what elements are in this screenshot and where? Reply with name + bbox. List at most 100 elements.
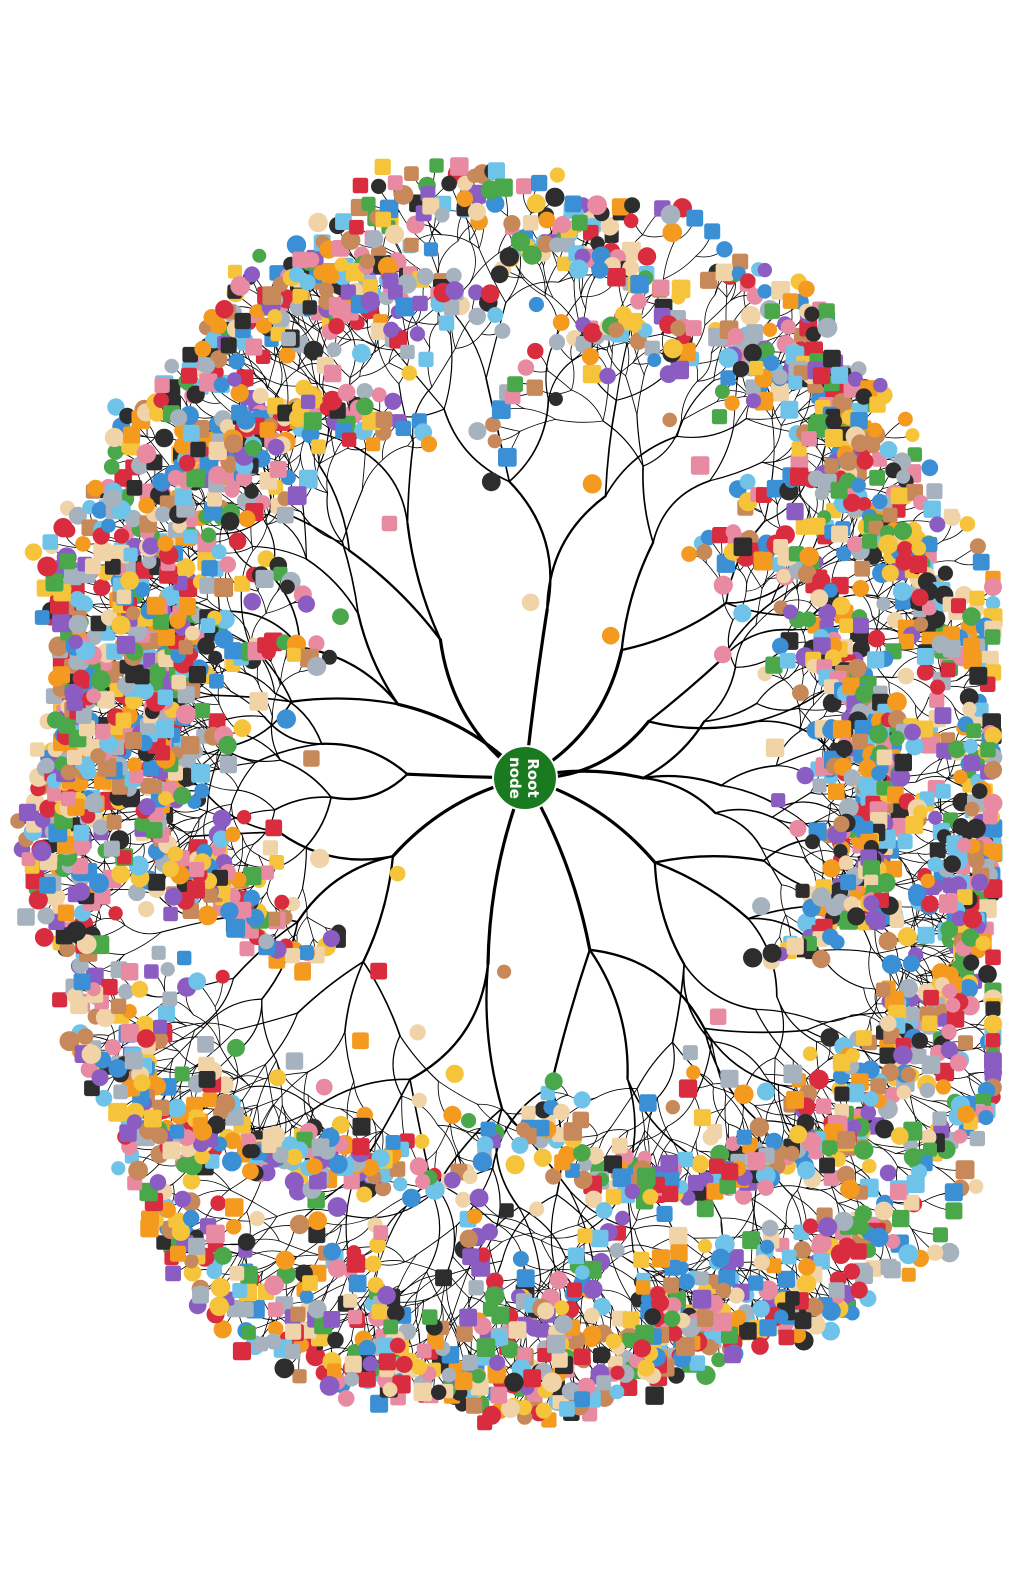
tree-branch	[194, 977, 235, 1031]
emoji-leaf-icon	[941, 1024, 957, 1040]
emoji-leaf-icon	[879, 1047, 896, 1064]
emoji-leaf-icon	[783, 1064, 803, 1084]
tree-branch	[357, 612, 400, 706]
tree-branch	[745, 578, 769, 592]
tree-branch	[279, 659, 286, 686]
tree-branch	[813, 808, 841, 824]
emoji-leaf-icon	[752, 897, 771, 916]
tree-branch	[401, 1095, 439, 1126]
tree-branch	[124, 931, 162, 955]
emoji-leaf-icon	[573, 1144, 591, 1162]
tree-branch	[307, 1094, 341, 1110]
tree-branch	[604, 435, 678, 497]
emoji-leaf-icon	[633, 1251, 650, 1268]
emoji-leaf-icon	[984, 1065, 1002, 1082]
emoji-leaf-icon	[903, 1148, 923, 1167]
emoji-leaf-icon	[892, 1209, 910, 1228]
emoji-leaf-icon	[751, 1337, 769, 1355]
emoji-leaf-icon	[687, 1174, 704, 1191]
tree-branch	[495, 1107, 520, 1209]
tree-branch	[754, 1098, 786, 1106]
emoji-leaf-icon	[828, 1282, 845, 1299]
tree-branch	[785, 914, 791, 935]
tree-branch	[636, 414, 644, 467]
tree-branch	[774, 995, 785, 1059]
emoji-leaf-icon	[833, 815, 850, 833]
tree-branch	[266, 891, 276, 909]
tree-branch	[328, 428, 335, 455]
emoji-leaf-icon	[984, 843, 1002, 862]
emoji-leaf-icon	[734, 1084, 754, 1105]
emoji-leaf-icon	[805, 834, 820, 850]
emoji-leaf-icon	[639, 1094, 657, 1112]
tree-branch	[361, 445, 367, 491]
emoji-leaf-icon	[945, 997, 961, 1013]
emoji-leaf-icon	[612, 1168, 632, 1187]
tree-branch	[279, 1240, 321, 1256]
tree-branch	[524, 408, 556, 420]
tree-branch	[301, 501, 307, 560]
tree-branch	[306, 916, 314, 940]
tree-branch	[348, 549, 442, 641]
tree-branch	[426, 1271, 455, 1327]
tree-branch	[606, 349, 626, 377]
emoji-leaf-icon	[862, 860, 881, 878]
tree-branch	[800, 845, 815, 873]
emoji-leaf-icon	[581, 1328, 601, 1348]
tree-branch	[644, 1130, 665, 1152]
tree-branch	[414, 1271, 428, 1331]
emoji-leaf-icon	[792, 684, 809, 702]
tree-branch	[172, 1027, 205, 1059]
tree-branch	[252, 524, 268, 552]
tree-branch	[755, 720, 836, 757]
emoji-leaf-icon	[790, 1327, 806, 1344]
tree-branch	[173, 809, 200, 819]
emoji-leaf-icon	[544, 1072, 563, 1091]
emoji-leaf-icon	[725, 524, 741, 540]
emoji-leaf-icon	[952, 1129, 968, 1144]
tree-branch	[351, 444, 409, 525]
emoji-leaf-icon	[845, 1305, 860, 1321]
emoji-leaf-icon	[733, 537, 753, 557]
emoji-leaf-icon	[774, 1309, 789, 1325]
tree-branch	[312, 1078, 411, 1111]
tree-branch	[378, 348, 400, 385]
tree-branch	[803, 850, 836, 859]
tree-branch	[775, 748, 820, 767]
emoji-leaf-icon	[919, 1129, 937, 1146]
tree-branch	[485, 302, 507, 379]
tree-branch	[359, 362, 390, 377]
emoji-leaf-icon	[843, 1263, 861, 1280]
emoji-leaf-icon	[809, 1069, 829, 1090]
emoji-leaf-icon	[563, 1122, 582, 1141]
tree-branch	[610, 1088, 638, 1128]
tree-branch	[724, 1093, 728, 1134]
emoji-leaf-icon	[962, 909, 983, 929]
tree-branch	[305, 558, 360, 615]
tree-branch	[519, 419, 556, 432]
tree-branch	[318, 464, 351, 552]
emoji-leaf-icon	[887, 692, 907, 712]
emoji-leaf-icon	[765, 738, 785, 757]
emoji-leaf-icon	[839, 618, 854, 633]
tree-branch	[779, 914, 786, 938]
tree-branch	[280, 358, 289, 408]
tree-branch	[206, 783, 240, 791]
tree-branch	[550, 1194, 558, 1278]
tree-branch	[477, 1103, 506, 1127]
emoji-leaf-icon	[714, 645, 732, 664]
tree-branch	[653, 861, 686, 966]
tree-branch	[233, 1075, 265, 1080]
emoji-leaf-icon	[903, 1194, 920, 1211]
tree-branch	[676, 418, 747, 439]
emoji-leaf-icon	[961, 928, 980, 947]
tree-branch	[261, 998, 278, 1061]
emoji-leaf-icon	[756, 1082, 775, 1101]
tree-branch	[709, 427, 734, 482]
tree-branch	[727, 619, 736, 668]
emoji-leaf-icon	[905, 816, 924, 834]
tree-branch	[361, 459, 384, 491]
tree-branch	[703, 1027, 808, 1034]
emoji-leaf-icon	[862, 1158, 877, 1174]
emoji-leaf-icon	[854, 1205, 872, 1223]
